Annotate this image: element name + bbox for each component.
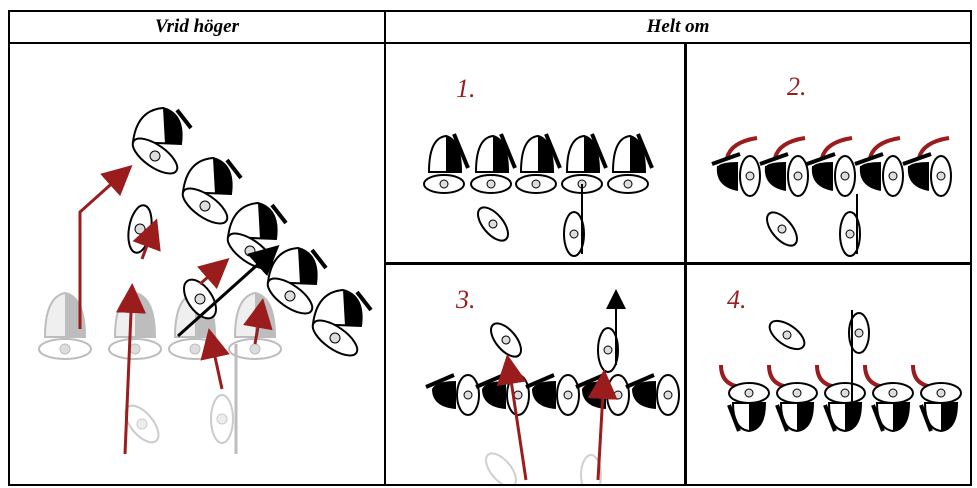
step-2-label: 2.: [787, 72, 807, 101]
column-divider: [384, 12, 386, 484]
panel-step-3: 3.: [386, 265, 684, 484]
panel-step-1: 1.: [386, 44, 684, 262]
header-vrid-hoger: Vrid höger: [155, 16, 239, 37]
soldier-icon: [424, 373, 481, 417]
soldier-icon: [125, 106, 193, 182]
soldier-icon: [422, 132, 470, 195]
soldier-icon: [901, 152, 953, 198]
quadrant-divider-horizontal: [386, 262, 970, 265]
soldier-icon: [175, 156, 243, 232]
soldier-icon: [727, 381, 771, 433]
soldier-icon: [710, 152, 762, 198]
soldier-icon-faded: [38, 292, 92, 360]
step-3-label: 3.: [456, 285, 476, 314]
soldier-icon: [871, 381, 915, 433]
soldier-icon: [853, 152, 905, 198]
soldier-icon: [524, 373, 581, 417]
soldier-icon: [919, 381, 963, 433]
panel-step-4: 4.: [687, 265, 970, 484]
header-divider: [10, 42, 970, 44]
drill-table: Vrid höger Helt om: [8, 10, 972, 486]
soldier-icon: [305, 288, 373, 364]
panel-step-2: 2.: [687, 44, 970, 262]
soldier-icon: [560, 132, 608, 195]
soldier-icon: [823, 381, 867, 433]
soldier-icon: [805, 152, 857, 198]
vrid-hoger-diagram: [38, 106, 373, 455]
soldier-icon: [775, 381, 819, 433]
soldier-icon: [474, 373, 531, 417]
soldier-icon: [469, 132, 517, 195]
soldier-icon: [606, 132, 654, 195]
step-2-diagram: [710, 136, 953, 257]
header-helt-om: Helt om: [646, 16, 710, 37]
soldier-icon: [758, 152, 810, 198]
step-4-diagram: [719, 310, 963, 433]
soldier-icon: [514, 132, 562, 195]
step-4-label: 4.: [727, 285, 747, 314]
soldier-icon: [624, 373, 681, 417]
step-1-diagram: [422, 132, 654, 257]
step-3-diagram: [424, 289, 681, 484]
soldier-icon-faded: [108, 292, 162, 360]
step-1-label: 1.: [456, 74, 476, 103]
